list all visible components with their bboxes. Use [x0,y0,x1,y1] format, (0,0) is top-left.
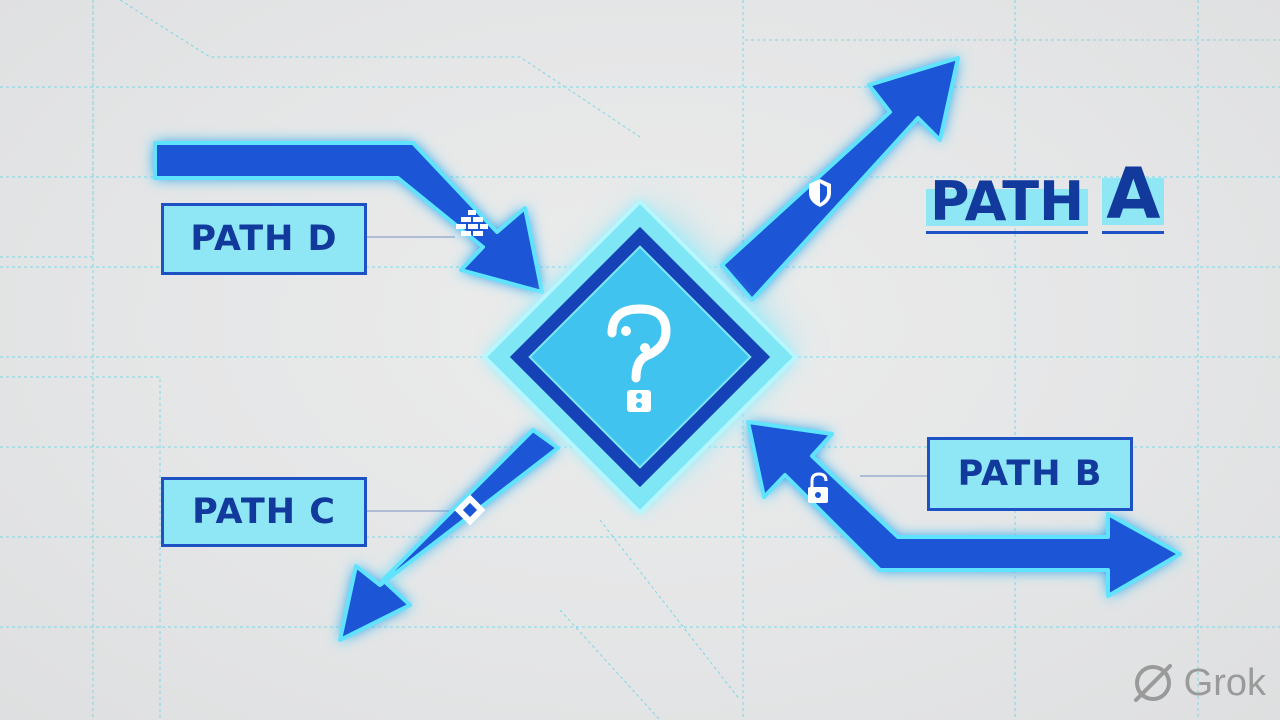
path-d-text: PATH D [190,219,338,259]
path-a-text-word: PATH [926,171,1089,234]
padlock-icon [808,472,828,503]
path-b-label: PATH B [927,437,1133,511]
grok-watermark: Grok [1128,658,1266,708]
circuit-question-mark-icon [607,304,671,412]
grok-logo [1133,664,1172,702]
label-connectors [367,236,927,512]
watermark-text: Grok [1183,661,1266,704]
arrow-path-d [153,141,544,294]
arrow-path-a [720,56,960,302]
path-a-label: PATH A [926,142,1165,234]
path-c-label: PATH C [161,477,367,547]
brick-wall-icon [456,210,488,236]
shield-icon [809,179,831,207]
path-a-text-letter: A [1102,155,1165,234]
path-b-text: PATH B [957,454,1103,494]
arrow-path-c [338,428,560,642]
arrow-path-b [746,420,1182,598]
path-d-label: PATH D [161,203,367,275]
path-c-text: PATH C [192,492,336,532]
